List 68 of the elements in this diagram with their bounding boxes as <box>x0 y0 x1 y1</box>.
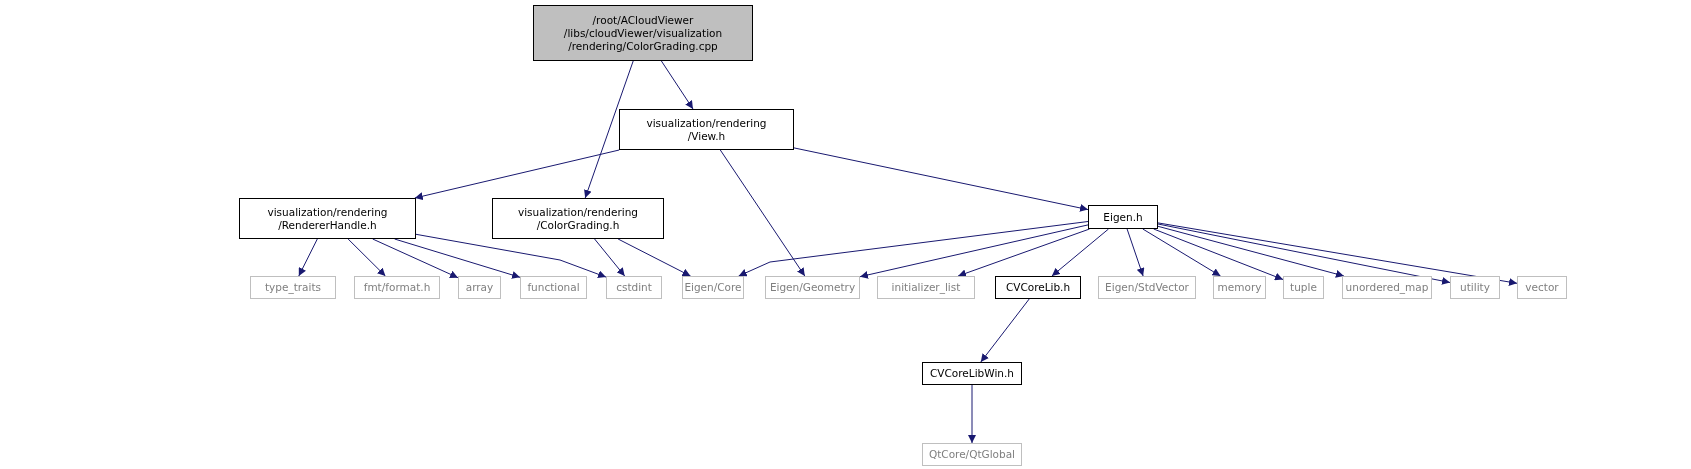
arrow <box>584 60 634 199</box>
file-name: Eigen/StdVector <box>1105 281 1189 294</box>
file-name: /root/ACloudViewer /libs/cloudViewer/visualization /rendering/ColorGrading.cpp <box>563 13 723 53</box>
arrow <box>719 149 806 277</box>
arrow <box>594 238 626 277</box>
file-box <box>1342 276 1432 299</box>
file-name: CVCoreLib.h <box>1005 281 1071 294</box>
file-name: type_traits <box>264 281 322 294</box>
file-box <box>606 276 662 299</box>
arrow <box>415 233 607 279</box>
file-name: visualization/rendering /ColorGrading.h <box>518 205 638 232</box>
arrow <box>1157 225 1345 278</box>
file-name: memory <box>1217 281 1262 294</box>
arrow <box>660 60 694 110</box>
arrow <box>738 221 1089 277</box>
arrow <box>1157 222 1518 286</box>
arrow <box>957 228 1090 278</box>
file-name: vector <box>1525 281 1559 294</box>
file-box <box>533 5 753 61</box>
file-box <box>492 198 664 239</box>
arrow <box>1157 223 1451 285</box>
arrow <box>1126 228 1145 277</box>
file-box <box>1450 276 1500 299</box>
file-box <box>520 276 587 299</box>
arrow <box>414 149 620 201</box>
file-box <box>458 276 501 299</box>
file-name: fmt/format.h <box>363 281 431 294</box>
file-box <box>1213 276 1266 299</box>
file-box <box>619 109 794 150</box>
file-box <box>922 443 1022 466</box>
file-box <box>1088 205 1158 229</box>
file-name: initializer_list <box>891 281 961 294</box>
arrow <box>298 238 318 277</box>
file-name: unordered_map <box>1345 281 1429 294</box>
file-name: Eigen/Geometry <box>769 281 856 294</box>
arrow <box>1153 228 1284 281</box>
arrow <box>347 238 386 277</box>
file-box <box>239 198 416 239</box>
file-name: QtCore/QtGlobal <box>928 448 1016 461</box>
file-name: cstdint <box>616 281 652 294</box>
file-name: array <box>465 281 494 294</box>
file-box <box>922 362 1022 385</box>
arrow <box>372 238 459 279</box>
arrow <box>394 238 521 279</box>
file-name: Eigen.h <box>1103 210 1143 224</box>
arrow <box>968 384 976 444</box>
arrow <box>793 147 1089 212</box>
file-box <box>682 276 744 299</box>
file-box <box>1283 276 1324 299</box>
arrow <box>980 298 1030 363</box>
file-name: functional <box>527 281 580 294</box>
file-name: Eigen/Core <box>684 281 742 294</box>
file-box <box>877 276 975 299</box>
file-box <box>1098 276 1196 299</box>
file-name: visualization/rendering /View.h <box>646 116 767 143</box>
arrow <box>617 238 691 277</box>
arrow <box>859 224 1089 279</box>
file-name: visualization/rendering /RendererHandle.h <box>267 205 388 232</box>
arrow <box>1051 228 1109 277</box>
file-box <box>250 276 336 299</box>
file-box <box>1517 276 1567 299</box>
arrow <box>1142 228 1221 277</box>
file-box <box>995 276 1081 299</box>
file-name: utility <box>1460 281 1490 294</box>
file-box <box>765 276 860 299</box>
file-box <box>354 276 440 299</box>
file-name: tuple <box>1290 281 1317 294</box>
file-name: CVCoreLibWin.h <box>930 367 1014 380</box>
